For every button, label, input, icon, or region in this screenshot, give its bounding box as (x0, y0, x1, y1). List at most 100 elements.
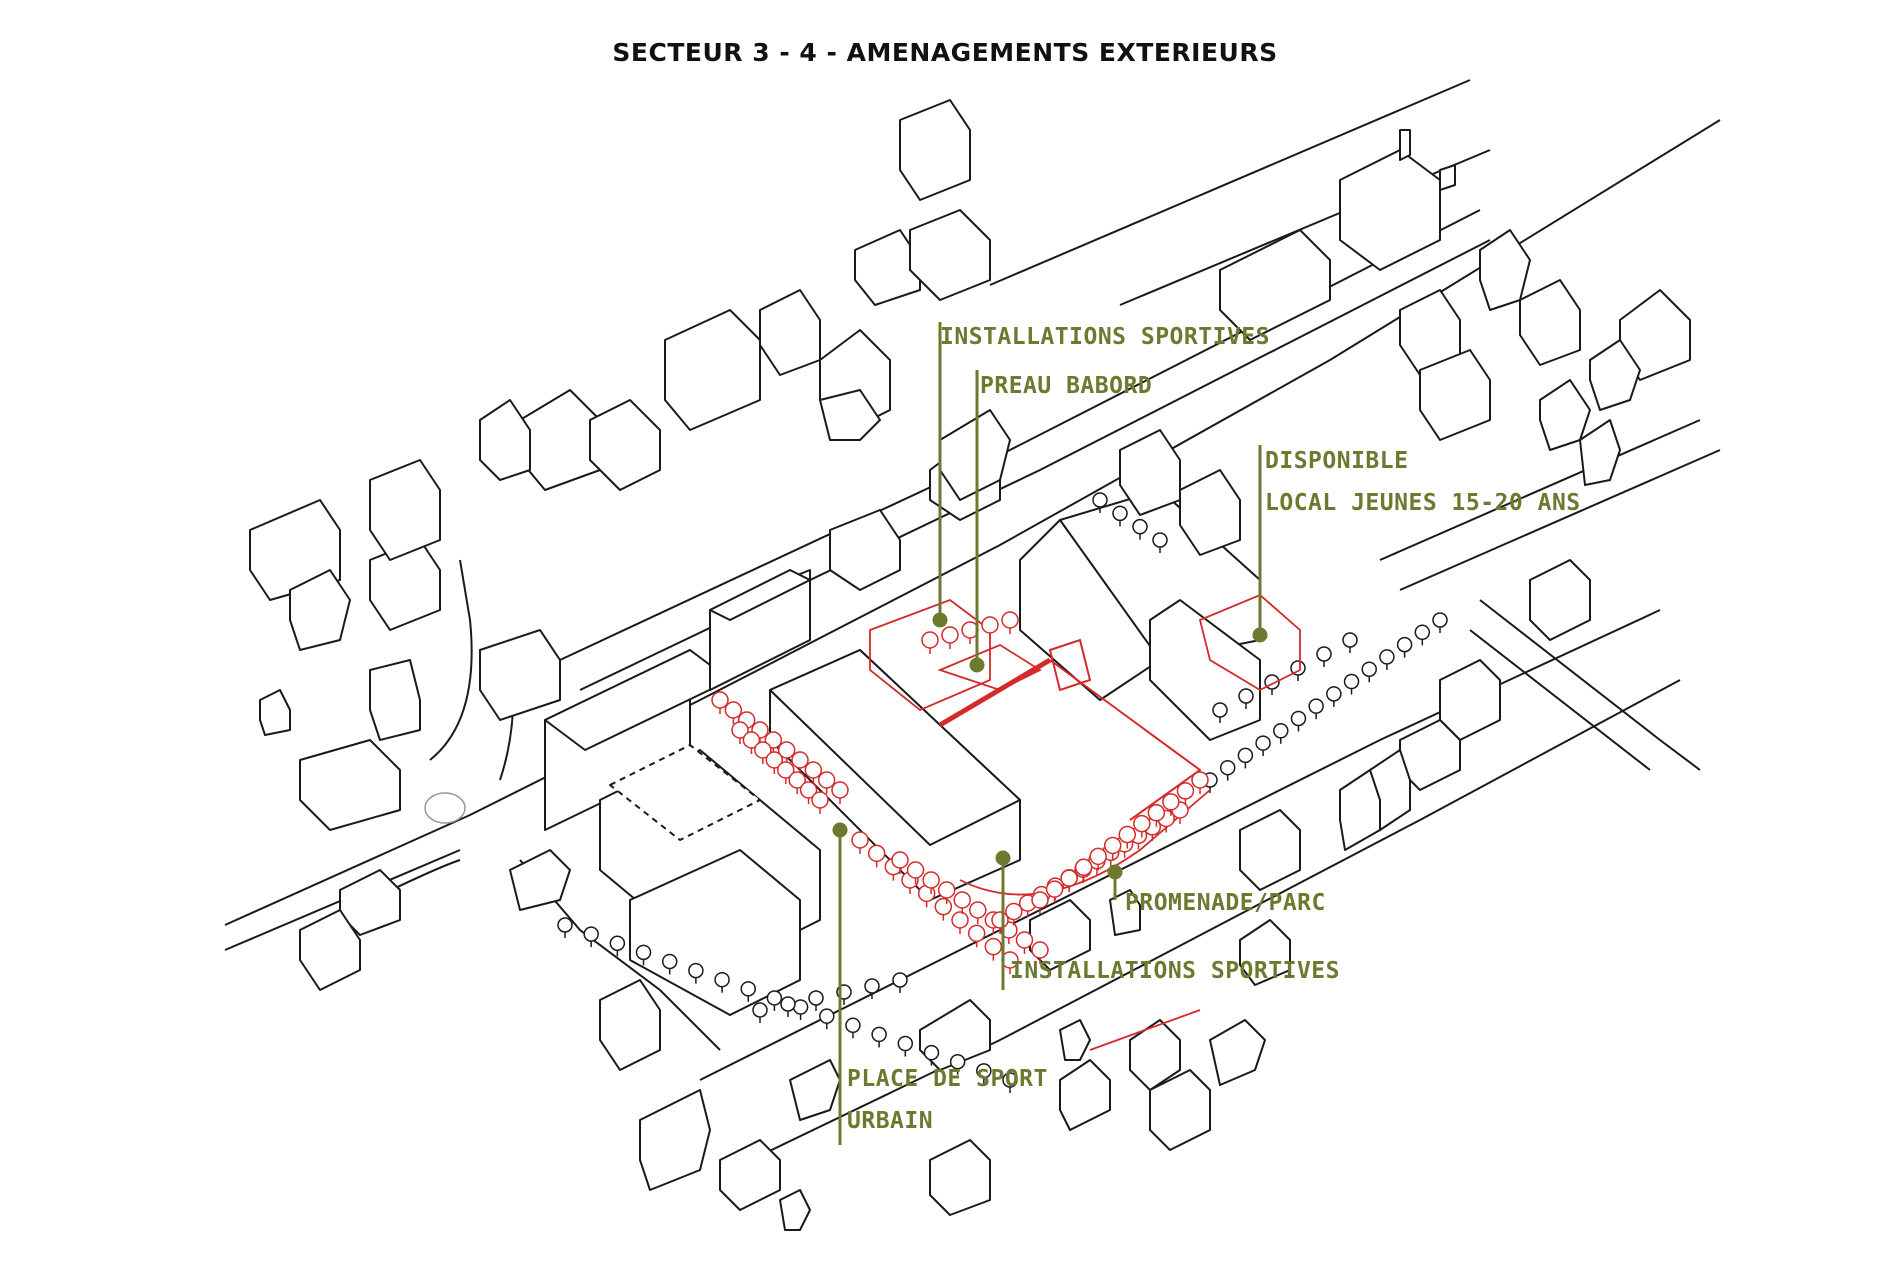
building-south-12 (1059, 1059, 1111, 1131)
tree-red-5-6 (1118, 825, 1137, 844)
tree-black-3-0 (1212, 702, 1228, 718)
building-southeast-1 (1529, 559, 1591, 641)
road-right-b (1469, 629, 1651, 771)
building-south-15 (779, 1189, 811, 1231)
building-south-6 (1059, 1019, 1091, 1061)
tree-black-2-2 (1132, 518, 1148, 535)
tree-black-1-1 (1219, 759, 1236, 776)
zone-south-road (1089, 1009, 1201, 1051)
tree-black-2-0 (1092, 492, 1108, 508)
building-east-6 (1519, 279, 1581, 366)
tree-black-0-9 (792, 999, 809, 1015)
zone-red-court-edge (1049, 659, 1202, 821)
building-west-3 (299, 739, 401, 831)
building-far-west (299, 909, 361, 991)
tree-black-3-5 (1342, 632, 1358, 648)
building-west-7 (259, 689, 291, 736)
tree-black-0-5 (688, 962, 704, 979)
label-preau-babord: PREAU BABORD (980, 373, 1153, 399)
tree-black-3-4 (1316, 646, 1332, 662)
leader-local-jeunes-dot (1252, 627, 1268, 643)
tree-red-5-5 (1103, 836, 1122, 855)
building-south-14 (929, 1139, 991, 1216)
building-north-2 (829, 509, 901, 591)
label-promenade-parc: PROMENADE/PARC (1125, 890, 1326, 916)
building-west-1 (479, 629, 561, 721)
tree-black-0-6 (714, 971, 730, 988)
road-right-a (1479, 599, 1701, 771)
building-east-4 (1419, 349, 1491, 441)
tree-black-2-3 (1152, 532, 1168, 548)
building-west-north-4 (479, 399, 531, 481)
building-sports-hall-2 (629, 849, 801, 1016)
tree-black-4-1 (780, 996, 796, 1012)
building-east-8 (1589, 339, 1641, 411)
tree-red-5-9 (1162, 793, 1180, 811)
building-north-mid-2 (1179, 469, 1241, 556)
building-east-12 (1439, 164, 1456, 191)
tree-black-2-1 (1112, 505, 1128, 522)
building-east-11 (1399, 129, 1411, 161)
tree-black-4-2 (808, 990, 824, 1006)
tree-black-0-13 (897, 1035, 914, 1052)
building-northwest-1 (664, 309, 761, 431)
tree-black-4-5 (892, 972, 908, 988)
tree-red-3-8 (1015, 931, 1034, 949)
building-south-13 (1149, 1069, 1211, 1151)
building-west-5 (289, 569, 351, 651)
zone-stairs (1048, 638, 1092, 692)
tree-red-5-1 (1045, 880, 1064, 898)
building-mid-block-top (709, 569, 811, 621)
tree-black-3-1 (1238, 688, 1254, 704)
tree-red-6-3 (981, 616, 999, 634)
building-west-6 (369, 659, 421, 741)
tree-red-0-1 (724, 701, 743, 719)
tree-red-0-8 (817, 771, 836, 789)
tree-black-0-7 (740, 981, 756, 997)
building-south-16 (1209, 1019, 1266, 1086)
tree-black-0-0 (557, 917, 573, 933)
tree-red-2-7 (967, 924, 986, 943)
building-south-1 (1239, 809, 1301, 891)
zone-red-axis (938, 657, 1052, 728)
tree-red-2-5 (934, 897, 953, 916)
building-east-2 (1219, 229, 1331, 341)
label-place-de-sport: PLACE DE SPORT (847, 1066, 1048, 1092)
building-south-2 (1109, 889, 1141, 936)
building-south-9 (639, 1089, 711, 1191)
building-south-11 (789, 1059, 841, 1121)
tree-red-5-7 (1133, 814, 1151, 833)
tree-red-1-7 (811, 791, 829, 809)
building-west-4 (249, 499, 341, 601)
building-west-north-1 (519, 389, 601, 491)
tree-red-6-1 (941, 626, 959, 644)
leader-preau-babord-dot (969, 657, 985, 673)
tree-black-1-2 (1237, 747, 1254, 764)
building-west-north-3 (369, 459, 441, 561)
tree-black-0-12 (871, 1026, 887, 1043)
tree-black-1-6 (1308, 698, 1324, 714)
building-northwest-6 (909, 209, 991, 301)
zone-preau-babord (937, 643, 1042, 691)
building-south-5 (1129, 1019, 1181, 1091)
tree-black-0-3 (635, 944, 652, 961)
label-disponible: DISPONIBLE (1265, 448, 1409, 474)
tree-red-5-3 (1074, 858, 1093, 877)
tree-black-4-4 (864, 978, 880, 994)
building-south-8 (599, 979, 661, 1071)
tree-red-2-8 (984, 937, 1003, 956)
tree-red-5-0 (1031, 891, 1049, 909)
tree-black-0-1 (583, 926, 599, 942)
tree-black-0-14 (923, 1044, 940, 1061)
zone-installations-sportives-north (869, 598, 991, 712)
tree-black-4-0 (752, 1002, 768, 1018)
building-northwest-2 (759, 289, 821, 376)
leader-installations-sportives-north-dot (932, 612, 948, 628)
tree-black-1-9 (1361, 661, 1377, 677)
label-local-jeunes: LOCAL JEUNES 15-20 ANS (1265, 490, 1581, 516)
tree-black-1-11 (1396, 636, 1413, 653)
tree-black-0-10 (819, 1008, 835, 1024)
tree-red-6-0 (921, 631, 939, 649)
tree-red-5-4 (1089, 847, 1107, 866)
